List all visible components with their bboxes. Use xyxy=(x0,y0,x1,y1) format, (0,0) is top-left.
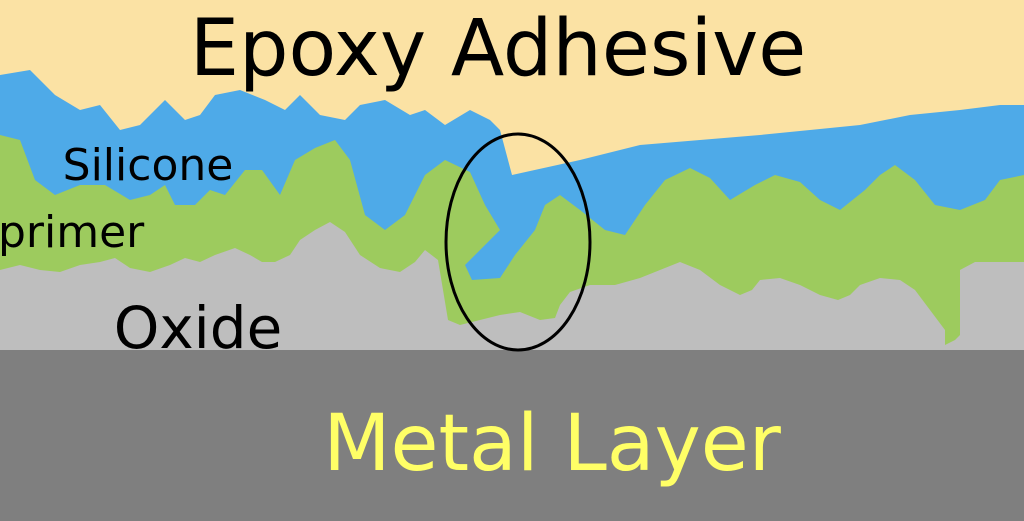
oxide-label: Oxide xyxy=(114,294,283,362)
silicone-primer-label-line2: primer xyxy=(0,207,145,258)
silicone-primer-label-line1: Silicone xyxy=(63,140,234,191)
oxide-layer xyxy=(0,222,1024,360)
epoxy-adhesive-label: Epoxy Adhesive xyxy=(190,4,807,94)
highlight-ellipse xyxy=(444,132,592,352)
metal-layer xyxy=(0,350,1024,521)
metal-layer-label: Metal Layer xyxy=(323,399,782,489)
